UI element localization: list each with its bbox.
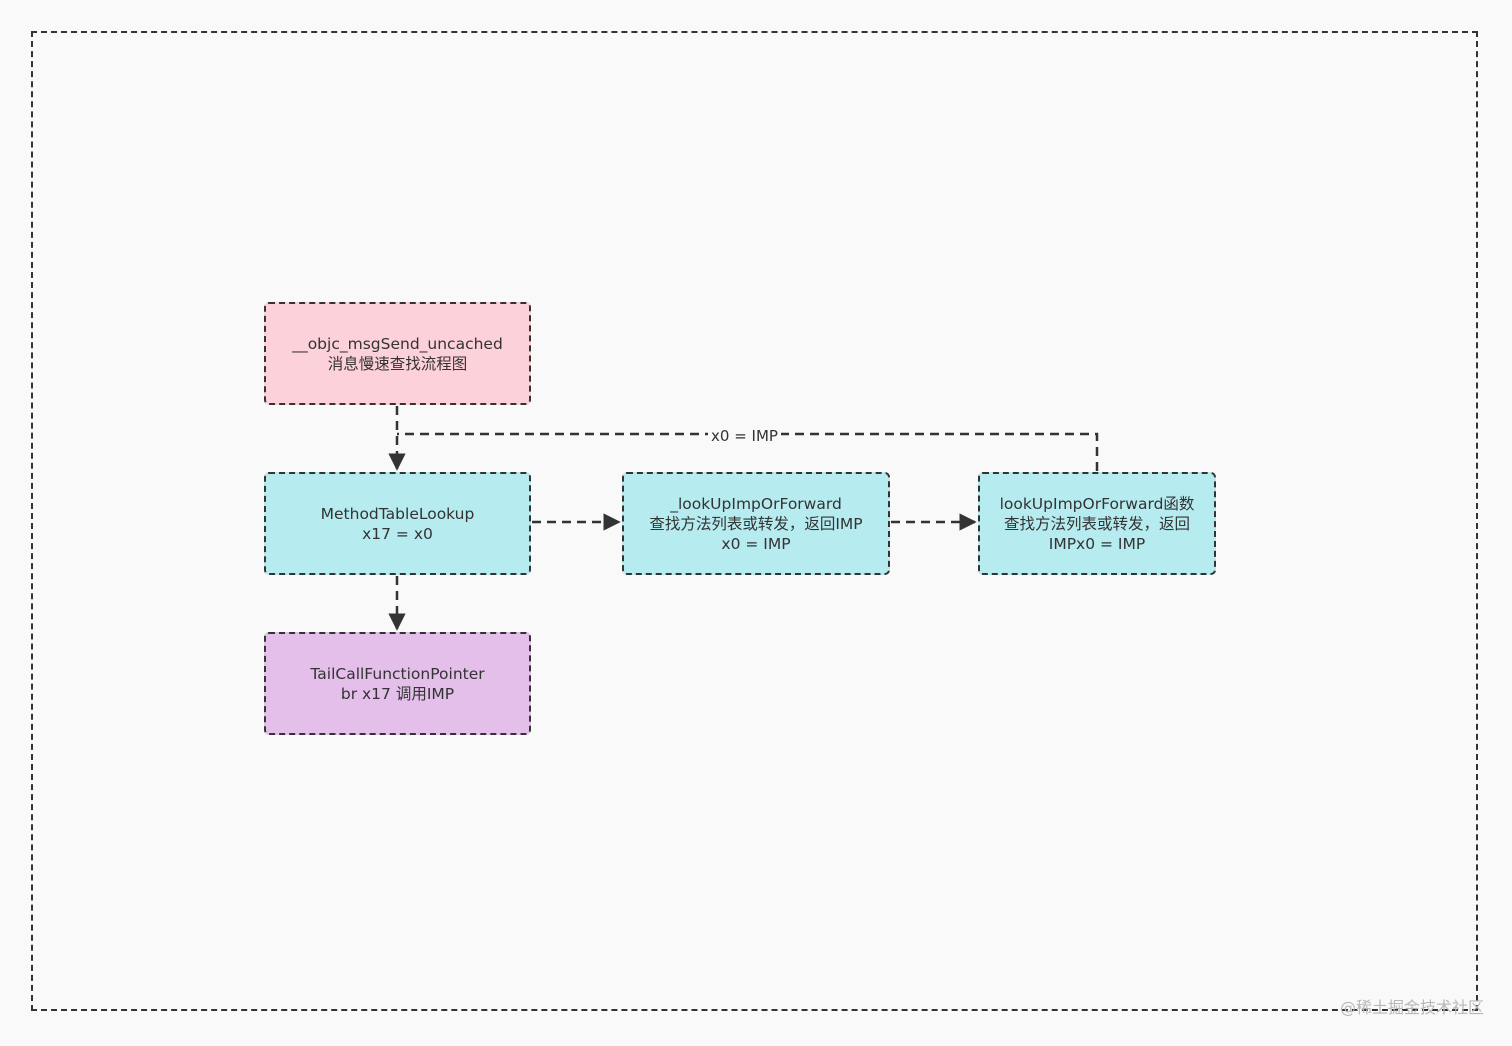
- node-detail: IMPx0 = IMP: [1048, 534, 1146, 553]
- node-objc-msgsend-uncached: __objc_msgSend_uncached 消息慢速查找流程图: [264, 302, 531, 405]
- node-subtitle: 查找方法列表或转发，返回IMP: [649, 514, 863, 533]
- watermark-text: @稀土掘金技术社区: [1339, 998, 1484, 1017]
- node-title: __objc_msgSend_uncached: [292, 334, 503, 353]
- node-title: MethodTableLookup: [320, 504, 475, 523]
- node-subtitle: x17 = x0: [362, 524, 433, 543]
- node-lookup-imp-or-forward: _lookUpImpOrForward 查找方法列表或转发，返回IMP x0 =…: [622, 472, 890, 575]
- node-subtitle: br x17 调用IMP: [340, 684, 455, 703]
- node-title: _lookUpImpOrForward: [670, 494, 842, 513]
- node-tail-call-function-pointer: TailCallFunctionPointer br x17 调用IMP: [264, 632, 531, 735]
- node-subtitle: 消息慢速查找流程图: [327, 354, 468, 373]
- node-title: TailCallFunctionPointer: [310, 664, 485, 683]
- node-subtitle: 查找方法列表或转发，返回: [1003, 514, 1190, 533]
- node-method-table-lookup: MethodTableLookup x17 = x0: [264, 472, 531, 575]
- node-title: lookUpImpOrForward函数: [999, 494, 1195, 513]
- diagram-frame: [31, 31, 1478, 1011]
- edge-return-imp: [397, 432, 1099, 471]
- node-lookup-imp-or-forward-function: lookUpImpOrForward函数 查找方法列表或转发，返回 IMPx0 …: [978, 472, 1216, 575]
- edge-label-return: x0 = IMP: [708, 426, 781, 446]
- node-detail: x0 = IMP: [721, 534, 791, 553]
